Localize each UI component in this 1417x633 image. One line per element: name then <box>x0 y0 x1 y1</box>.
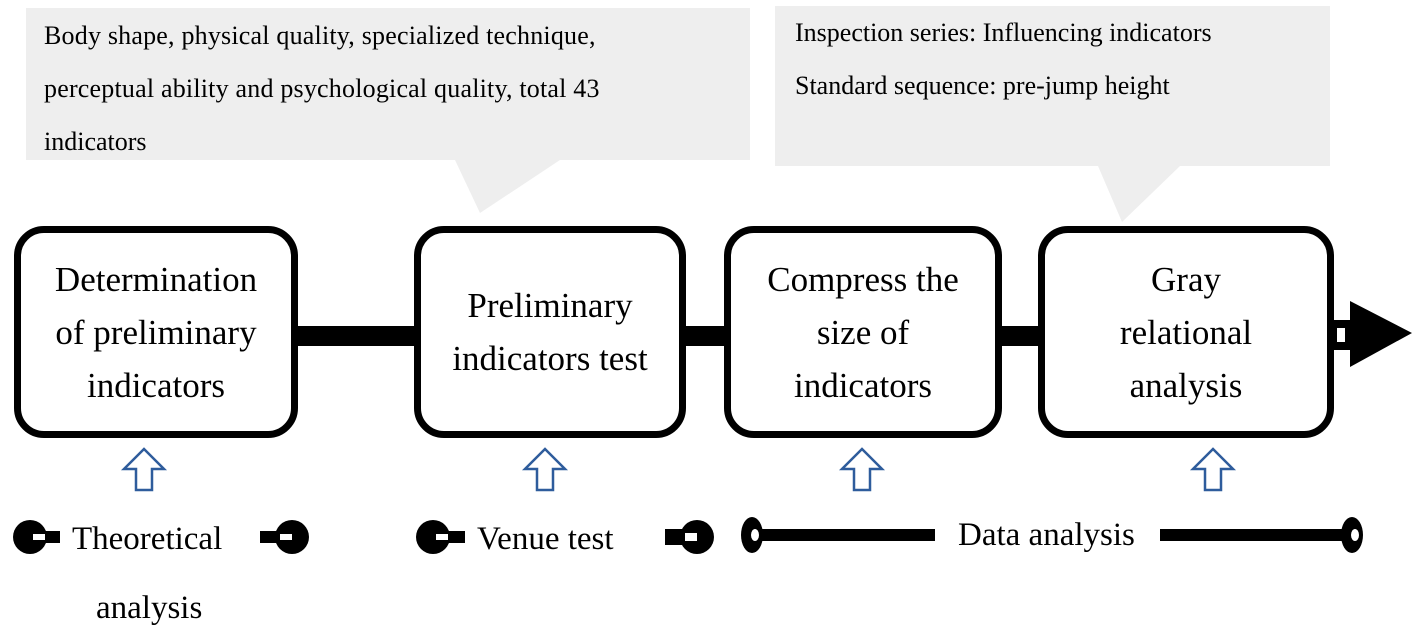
step-determination: Determination of preliminary indicators <box>14 226 298 438</box>
up-arrow-icon <box>838 447 886 492</box>
callout-line: indicators <box>44 127 147 156</box>
up-arrow-icon <box>521 447 569 492</box>
callout-inspection-text: Inspection series: Influencing indicator… <box>795 6 1325 112</box>
data-analysis-start-marker <box>741 517 935 553</box>
step-compress-size: Compress the size of indicators <box>724 226 1002 438</box>
method-data-label: Data analysis <box>958 517 1135 553</box>
connector-3-4 <box>995 326 1045 346</box>
theoretical-end-marker <box>260 520 309 554</box>
step-label-line: size of <box>816 312 910 352</box>
data-analysis-end-marker <box>1160 517 1363 553</box>
callout-line: Inspection series: Influencing indicator… <box>795 18 1212 47</box>
callout-line: Body shape, physical quality, specialize… <box>44 21 596 50</box>
connector-2-3 <box>680 326 730 346</box>
step-label-line: indicators test <box>452 339 648 378</box>
step-label-line: analysis <box>1129 365 1243 405</box>
step-label-line: indicators <box>86 365 226 405</box>
step-label-line: relational <box>1119 312 1253 352</box>
step-label-line: of preliminary <box>55 312 257 352</box>
up-arrow-icon <box>120 447 168 492</box>
method-venue-label: Venue test <box>477 521 614 557</box>
callout-bubble-inspection <box>775 6 1330 222</box>
end-arrowhead <box>1350 301 1412 367</box>
step-label-line: Determination <box>54 259 258 299</box>
callout-line: perceptual ability and psychological qua… <box>44 74 600 103</box>
step-gray-relational: Gray relational analysis <box>1038 226 1334 438</box>
method-theoretical-line1: Theoretical <box>72 521 223 557</box>
callout-line: Standard sequence: pre-jump height <box>795 71 1170 100</box>
venue-start-marker <box>416 520 465 554</box>
connector-1-2 <box>290 326 420 346</box>
step-preliminary-test: Preliminary indicators test <box>414 226 686 438</box>
callout-indicators-text: Body shape, physical quality, specialize… <box>44 9 750 168</box>
up-arrow-icon <box>1189 447 1237 492</box>
callout-bubble-indicators <box>26 8 750 213</box>
method-theoretical-line2: analysis <box>96 590 203 626</box>
theoretical-start-marker <box>13 520 60 554</box>
step-label-line: Gray <box>1151 259 1221 299</box>
connector-end-notch <box>1337 328 1345 342</box>
venue-end-marker <box>665 520 714 554</box>
step-label-line: indicators <box>793 365 932 405</box>
step-label-line: Compress the <box>767 259 959 299</box>
step-label-line: Preliminary <box>467 286 633 325</box>
